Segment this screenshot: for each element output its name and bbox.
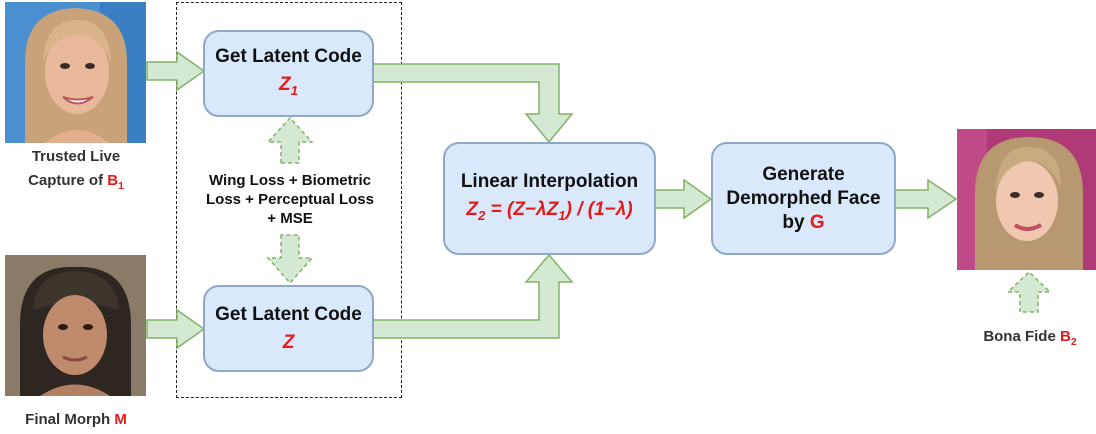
trusted-capture-photo	[5, 2, 146, 143]
latent2-var: Z	[282, 331, 295, 353]
generate-line1: Generate	[762, 163, 845, 185]
arrow-morph-to-latent2	[146, 308, 206, 350]
dashed-arrow-bonafide	[1006, 270, 1052, 313]
trusted-label-line1: Trusted Live	[31, 148, 121, 165]
interp-formula: Z2 = (Z−λZ1) / (1−λ)	[466, 198, 633, 223]
latent1-title: Get Latent Code	[215, 45, 362, 67]
latent1-var: Z1	[278, 73, 298, 98]
latent2-title: Get Latent Code	[215, 303, 362, 325]
subject-b1: B1	[107, 172, 124, 192]
trusted-label-line2: Capture of B1	[28, 172, 124, 192]
trusted-capture-label: Trusted Live Capture of B1	[0, 145, 152, 198]
bona-fide-label: Bona Fide B2	[983, 328, 1077, 348]
generate-line2: Demorphed Face	[726, 187, 881, 209]
loss-description: Wing Loss + Biometric Loss + Perceptual …	[206, 172, 374, 227]
arrow-latent1-to-interp	[372, 63, 574, 144]
dashed-arrow-loss-to-latent2	[266, 234, 314, 285]
subject-b2: B2	[1059, 328, 1077, 348]
get-latent-code-z1-box: Get Latent Code Z1	[203, 30, 374, 117]
subject-m: M	[114, 411, 127, 428]
final-morph-label: Final Morph M	[25, 411, 127, 428]
linear-interpolation-box: Linear Interpolation Z2 = (Z−λZ1) / (1−λ…	[443, 142, 656, 255]
arrow-latent2-to-interp	[372, 253, 574, 339]
generate-line3: by G	[782, 211, 825, 233]
latent-optimization-group	[176, 2, 402, 398]
bona-fide-photo	[957, 129, 1096, 270]
get-latent-code-z-box: Get Latent Code Z	[203, 285, 374, 372]
generate-demorphed-face-box: Generate Demorphed Face by G	[711, 142, 896, 255]
arrow-trusted-to-latent1	[146, 50, 206, 92]
final-morph-photo	[5, 255, 146, 396]
generator-g: G	[809, 211, 825, 233]
arrow-generate-to-output	[894, 178, 958, 220]
interp-title: Linear Interpolation	[460, 170, 639, 192]
arrow-interp-to-generate	[654, 178, 713, 220]
dashed-arrow-loss-to-latent1	[266, 116, 314, 164]
